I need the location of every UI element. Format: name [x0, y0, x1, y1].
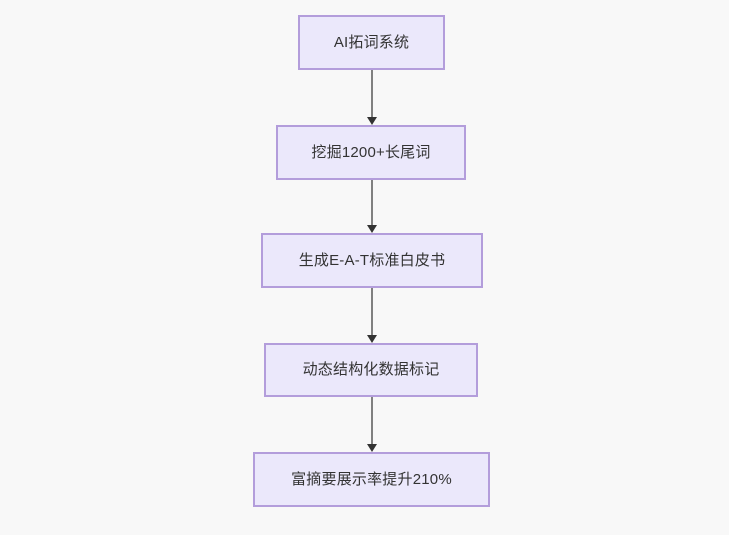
arrowhead-icon: [367, 117, 377, 125]
flowchart-node-n2[interactable]: 挖掘1200+长尾词: [276, 125, 466, 180]
arrowhead-icon: [367, 225, 377, 233]
edge-line: [371, 70, 373, 117]
flowchart-node-label: 动态结构化数据标记: [302, 361, 440, 378]
edge-line: [371, 288, 373, 335]
flowchart-node-label: AI拓词系统: [333, 33, 410, 51]
arrowhead-icon: [367, 335, 377, 343]
edge-line: [371, 180, 373, 225]
flowchart-node-n1[interactable]: AI拓词系统: [298, 15, 445, 70]
arrowhead-icon: [367, 444, 377, 452]
edge-line: [371, 397, 373, 444]
flowchart-node-label: 生成E-A-T标准白皮书: [298, 251, 446, 269]
flowchart-node-n5[interactable]: 富摘要展示率提升210%: [253, 452, 490, 507]
flowchart-node-label: 挖掘1200+长尾词: [311, 143, 431, 161]
flowchart-node-n3[interactable]: 生成E-A-T标准白皮书: [261, 233, 483, 288]
flowchart-node-label: 富摘要展示率提升210%: [291, 470, 452, 488]
flowchart-node-n4[interactable]: 动态结构化数据标记: [264, 343, 478, 397]
